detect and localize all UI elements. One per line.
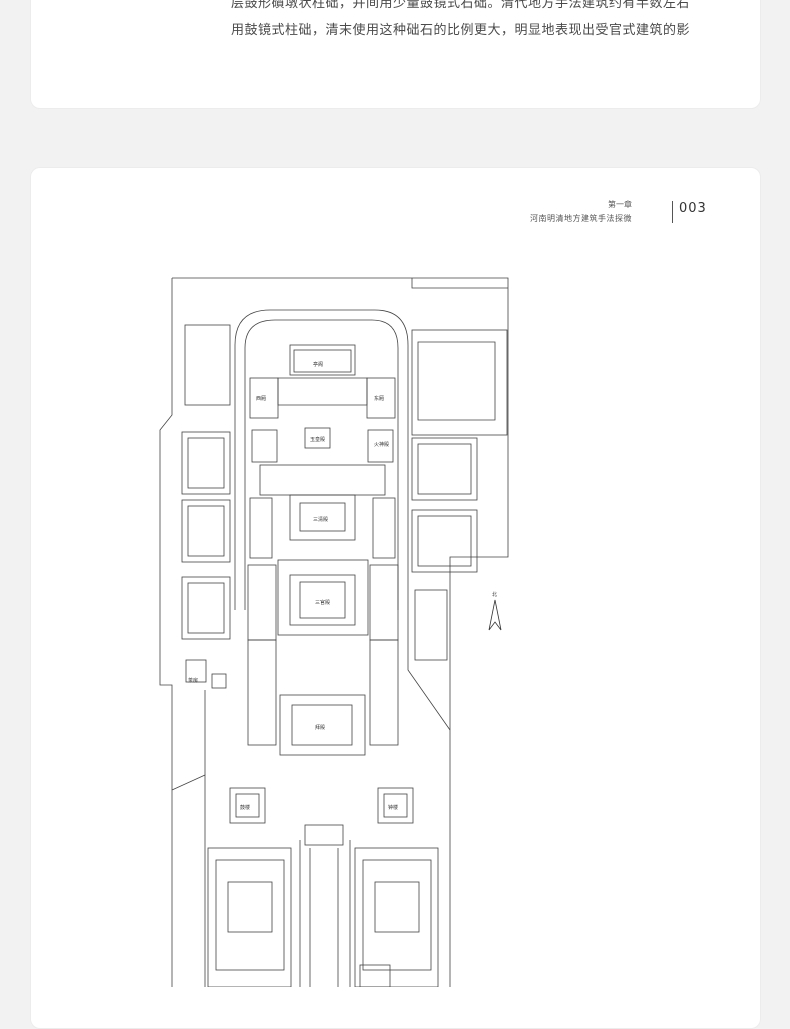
plan-label: 拜殿 [315,724,325,731]
previous-text-card: 层鼓形礩墩状柱础，并间用少量鼓镜式石础。清代地方手法建筑约有半数左右 用鼓镜式柱… [30,0,761,109]
plan-label: 东厢 [374,395,384,402]
plan-label: 西厢 [256,396,266,402]
body-text-line: 用鼓镜式柱础，清末使用这种础石的比例更大，明显地表现出受官式建筑的影 [231,23,690,38]
plan-label: 玉皇殿 [310,436,325,443]
plan-label: 亭阁 [313,361,323,368]
body-text-line: 层鼓形礩墩状柱础，并间用少量鼓镜式石础。清代地方手法建筑约有半数左右 [231,0,690,11]
chapter-label: 第一章 [608,200,632,209]
plan-label: 钟楼 [388,804,398,811]
north-arrow-icon [488,599,502,631]
north-label: 北 [492,591,497,598]
header-divider [672,201,673,223]
plan-label: 三清殿 [313,516,328,523]
plan-label: 鼓楼 [240,804,250,811]
temple-site-plan: 北 亭阁 西厢 东厢 玉皇殿 三清殿 火神殿 三官殿 拜殿 鼓楼 钟楼 茶房 [159,277,509,987]
running-header: 第一章 河南明清地方建筑手法探微 003 [530,199,720,229]
book-title: 河南明清地方建筑手法探微 [530,214,632,223]
plan-label: 火神殿 [374,441,389,448]
plan-label: 茶房 [188,677,198,684]
plan-label: 三官殿 [315,599,330,606]
page-card [30,167,761,1029]
page-number: 003 [679,201,707,216]
